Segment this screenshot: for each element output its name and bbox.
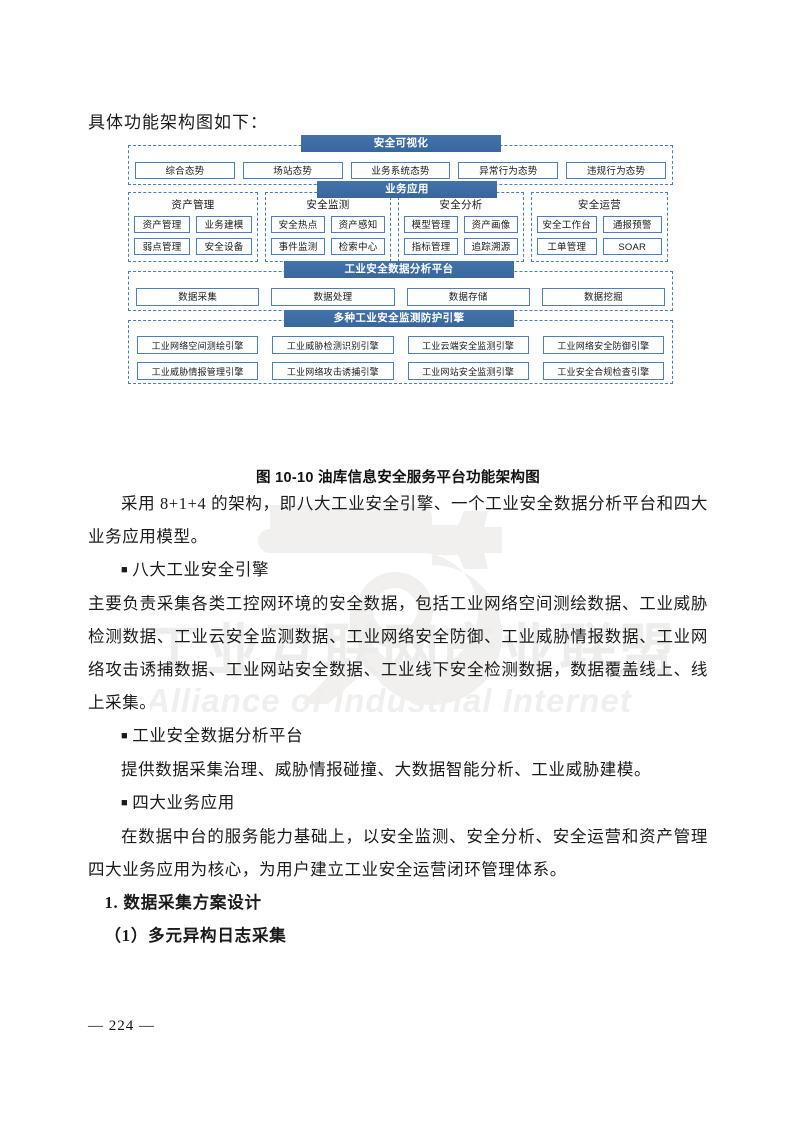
bullet-engines-label: 八大工业安全引擎 bbox=[132, 560, 270, 579]
diagram-cell[interactable]: 异常行为态势 bbox=[458, 162, 559, 179]
group-security-analysis: 安全分析 模型管理 资产画像 指标管理 追踪溯源 bbox=[398, 192, 524, 262]
diagram-cell[interactable]: 弱点管理 bbox=[134, 238, 190, 255]
diagram-cell[interactable]: 工业云端安全监测引擎 bbox=[407, 336, 529, 354]
group-title: 资产管理 bbox=[171, 199, 215, 211]
layer-business-application: 资产管理 资产管理 业务建模 弱点管理 安全设备 业务应用 安全监测 安全热点 … bbox=[128, 181, 673, 262]
diagram-cell[interactable]: 工业威胁检测识别引擎 bbox=[272, 336, 394, 354]
article-body: 图 10-10 油库信息安全服务平台功能架构图 采用 8+1+4 的架构，即八大… bbox=[88, 466, 708, 952]
diagram-cell[interactable]: 工业安全合规检查引擎 bbox=[542, 362, 664, 380]
group-asset-management: 资产管理 资产管理 业务建模 弱点管理 安全设备 bbox=[128, 192, 258, 262]
layer-engines-title: 多种工业安全监测防护引擎 bbox=[284, 310, 514, 327]
bullet-business-apps-label: 四大业务应用 bbox=[132, 793, 235, 812]
bullet-data-platform: ■工业安全数据分析平台 bbox=[88, 719, 708, 753]
group-title: 安全分析 bbox=[439, 199, 483, 211]
section-heading-1: 1. 数据采集方案设计 bbox=[104, 893, 262, 912]
diagram-cell[interactable]: 工单管理 bbox=[537, 238, 597, 255]
diagram-cell[interactable]: 工业网络攻击诱捕引擎 bbox=[272, 362, 394, 380]
intro-line: 具体功能架构图如下： bbox=[88, 113, 268, 132]
diagram-cell[interactable]: 事件监测 bbox=[271, 238, 325, 255]
layer-data-platform: 工业安全数据分析平台 数据采集 数据处理 数据存储 数据挖掘 bbox=[128, 261, 673, 311]
bullet-engines: ■八大工业安全引擎 bbox=[88, 553, 708, 587]
section-heading-2: （1）多元异构日志采集 bbox=[104, 926, 287, 945]
bullet-business-apps: ■四大业务应用 bbox=[88, 786, 708, 820]
diagram-cell[interactable]: 工业网络空间测绘引擎 bbox=[137, 336, 259, 354]
diagram-cell[interactable]: 工业网站安全监测引擎 bbox=[407, 362, 529, 380]
diagram-cell[interactable]: 工业威胁情报管理引擎 bbox=[137, 362, 259, 380]
diagram-cell[interactable]: 模型管理 bbox=[404, 216, 458, 233]
diagram-cell[interactable]: 业务建模 bbox=[196, 216, 252, 233]
bullet-square-icon: ■ bbox=[121, 564, 129, 576]
business-application-middle: 业务应用 安全监测 安全热点 资产感知 事件监测 检索中心 安全分析 模型管理 … bbox=[265, 181, 524, 262]
layer-business-application-title: 业务应用 bbox=[317, 181, 497, 198]
paragraph-business-apps: 在数据中台的服务能力基础上，以安全监测、安全分析、安全运营和资产管理四大业务应用… bbox=[88, 827, 708, 879]
bullet-square-icon: ■ bbox=[121, 797, 129, 809]
layer-visualization-title: 安全可视化 bbox=[301, 135, 501, 152]
diagram-cell[interactable]: 资产画像 bbox=[464, 216, 518, 233]
group-title: 安全运营 bbox=[577, 199, 622, 211]
diagram-cell[interactable]: 数据存储 bbox=[406, 288, 530, 306]
diagram-cell[interactable]: SOAR bbox=[602, 238, 662, 255]
layer-engines: 多种工业安全监测防护引擎 工业网络空间测绘引擎 工业威胁检测识别引擎 工业云端安… bbox=[128, 310, 673, 384]
diagram-cell[interactable]: 违规行为态势 bbox=[566, 162, 666, 179]
diagram-cell[interactable]: 综合态势 bbox=[135, 162, 235, 179]
group-security-operations: 安全运营 安全工作台 通报预警 工单管理 SOAR bbox=[531, 192, 668, 262]
page-number: — 224 — bbox=[88, 1018, 155, 1034]
layer-data-platform-cells: 数据采集 数据处理 数据存储 数据挖掘 bbox=[136, 288, 665, 306]
group-security-monitoring: 安全监测 安全热点 资产感知 事件监测 检索中心 bbox=[265, 192, 391, 262]
architecture-diagram: 安全可视化 综合态势 场站态势 业务系统态势 异常行为态势 违规行为态势 资产管… bbox=[128, 135, 673, 384]
paragraph-engines: 主要负责采集各类工控网环境的安全数据，包括工业网络空间测绘数据、工业威胁检测数据… bbox=[88, 594, 708, 712]
diagram-cell[interactable]: 追踪溯源 bbox=[464, 238, 518, 255]
diagram-cell[interactable]: 工业网络安全防御引擎 bbox=[542, 336, 664, 354]
diagram-cell[interactable]: 指标管理 bbox=[404, 238, 458, 255]
layer-data-platform-title: 工业安全数据分析平台 bbox=[284, 261, 514, 278]
diagram-cell[interactable]: 安全热点 bbox=[271, 216, 325, 233]
diagram-cell[interactable]: 安全设备 bbox=[196, 238, 252, 255]
figure-caption: 图 10-10 油库信息安全服务平台功能架构图 bbox=[255, 470, 541, 486]
paragraph-architecture: 采用 8+1+4 的架构，即八大工业安全引擎、一个工业安全数据分析平台和四大业务… bbox=[88, 494, 708, 546]
bullet-square-icon: ■ bbox=[121, 730, 129, 742]
diagram-cell[interactable]: 资产感知 bbox=[331, 216, 385, 233]
layer-visualization: 安全可视化 综合态势 场站态势 业务系统态势 异常行为态势 违规行为态势 bbox=[128, 135, 673, 185]
diagram-cell[interactable]: 资产管理 bbox=[134, 216, 190, 233]
diagram-cell[interactable]: 数据采集 bbox=[136, 288, 260, 306]
diagram-cell[interactable]: 数据处理 bbox=[271, 288, 395, 306]
diagram-cell[interactable]: 业务系统态势 bbox=[350, 162, 451, 179]
diagram-cell[interactable]: 数据挖掘 bbox=[541, 288, 665, 306]
layer-visualization-cells: 综合态势 场站态势 业务系统态势 异常行为态势 违规行为态势 bbox=[135, 162, 666, 179]
bullet-data-platform-label: 工业安全数据分析平台 bbox=[132, 726, 304, 745]
diagram-cell[interactable]: 通报预警 bbox=[602, 216, 662, 233]
diagram-cell[interactable]: 检索中心 bbox=[331, 238, 385, 255]
diagram-cell[interactable]: 安全工作台 bbox=[537, 216, 597, 233]
group-title: 安全监测 bbox=[306, 199, 350, 211]
layer-engines-cells: 工业网络空间测绘引擎 工业威胁检测识别引擎 工业云端安全监测引擎 工业网络安全防… bbox=[137, 336, 664, 380]
diagram-cell[interactable]: 场站态势 bbox=[242, 162, 343, 179]
paragraph-data-platform: 提供数据采集治理、威胁情报碰撞、大数据智能分析、工业威胁建模。 bbox=[121, 760, 652, 779]
